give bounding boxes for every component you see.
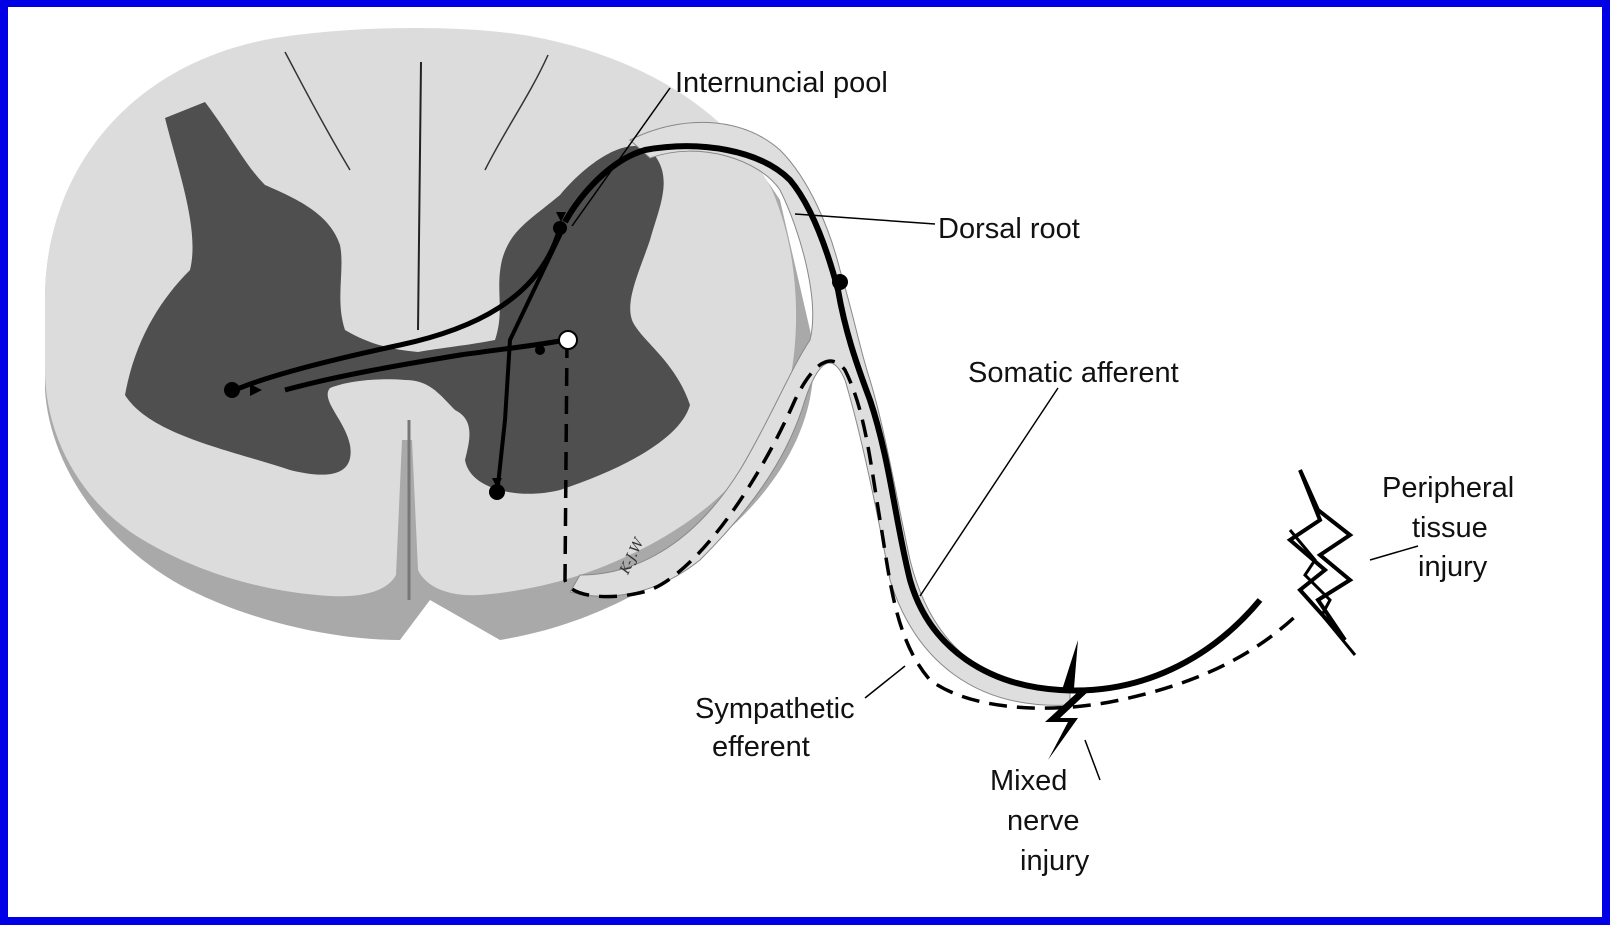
label-peripheral-line-2: tissue <box>1412 512 1488 544</box>
label-dorsal-root: Dorsal root <box>938 213 1080 245</box>
synapse-mid <box>535 345 545 355</box>
label-peripheral-line-1: Peripheral <box>1382 472 1514 504</box>
label-peripheral-line-3: injury <box>1418 551 1488 583</box>
label-mixed-line-1: Mixed <box>990 765 1067 797</box>
peripheral-injury-symbol <box>1290 470 1350 640</box>
peripheral-injury-leader <box>1370 546 1418 560</box>
label-mixed-line-3: injury <box>1020 845 1090 877</box>
label-internuncial-pool: Internuncial pool <box>675 67 888 99</box>
somatic-afferent-leader <box>920 388 1058 596</box>
label-mixed-line-2: nerve <box>1007 805 1080 837</box>
internuncial-neuron-body <box>553 221 567 235</box>
mixed-nerve-leader <box>1085 740 1100 780</box>
label-somatic-afferent: Somatic afferent <box>968 357 1179 389</box>
dorsal-root-ganglion <box>832 274 848 290</box>
label-sympathetic-line-1: Sympathetic <box>695 693 855 725</box>
lateral-horn-neuron <box>559 331 577 349</box>
label-sympathetic-line-2: efferent <box>712 731 810 763</box>
motor-neuron-left <box>224 382 240 398</box>
sympathetic-efferent-leader <box>865 666 905 698</box>
